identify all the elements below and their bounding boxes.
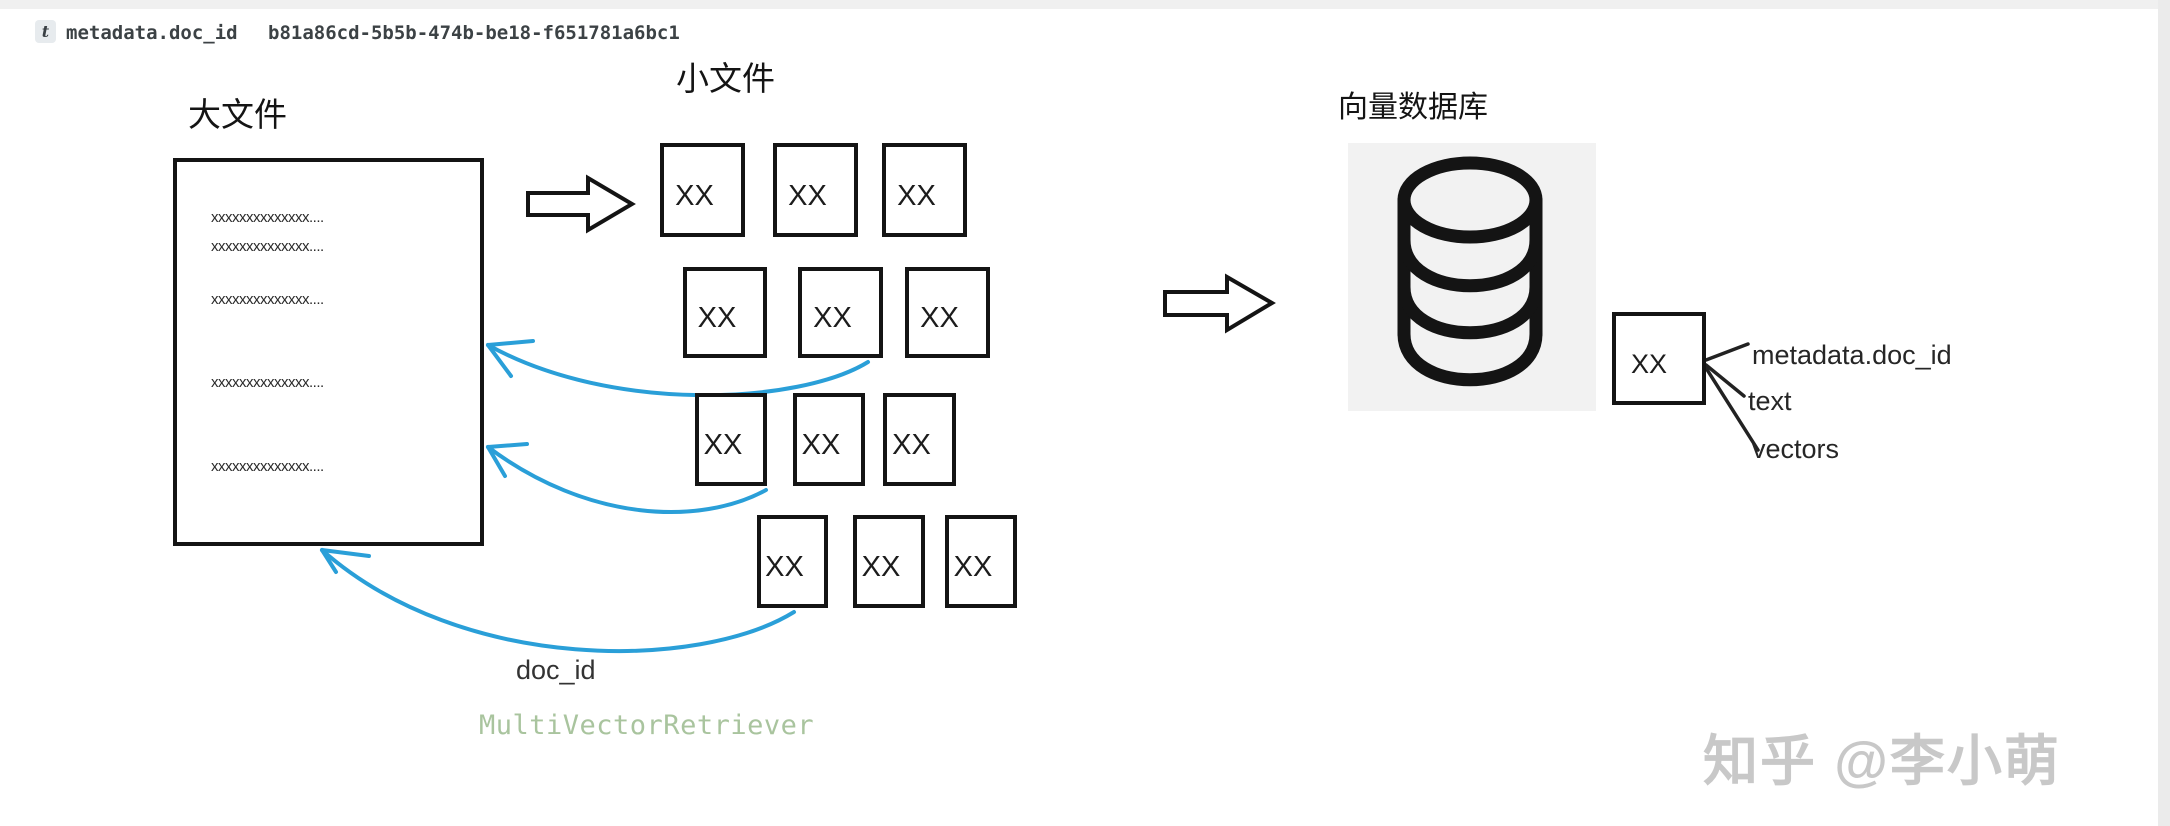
small-files-title: 小文件 [676, 60, 775, 97]
chunk-label: XX [897, 179, 936, 212]
chunk-box: XX [660, 143, 745, 237]
top-edge-strip [0, 0, 2170, 9]
doc-text-line: xxxxxxxxxxxxxx.... [211, 458, 324, 475]
curved-arrow-icon [320, 548, 796, 654]
chunk-box: XX [883, 393, 956, 486]
block-arrow-right-icon [1163, 273, 1276, 334]
retriever-annotation: MultiVectorRetriever [479, 710, 815, 741]
vector-db-panel [1348, 143, 1596, 411]
chunk-label: XX [920, 302, 959, 334]
type-badge-icon: t [35, 20, 56, 43]
doc-text-line: xxxxxxxxxxxxxx.... [211, 374, 324, 391]
chunk-box: XX [695, 393, 767, 486]
chunk-label: XX [953, 551, 993, 583]
chunk-box: XX [773, 143, 858, 237]
chunk-label: XX [697, 302, 737, 334]
chunk-label: XX [813, 302, 852, 334]
doc-id-annotation: doc_id [516, 655, 596, 685]
chunk-label: XX [801, 429, 841, 461]
chunk-box: XX [905, 267, 990, 358]
watermark: 知乎 @李小萌 [1703, 730, 2061, 792]
chunk-box: XX [798, 267, 883, 358]
chunk-label: XX [861, 551, 901, 583]
block-arrow-right-icon [526, 174, 636, 234]
doc-text-line: xxxxxxxxxxxxxx.... [211, 291, 324, 308]
chunk-label: XX [788, 179, 827, 212]
doc-text-line: xxxxxxxxxxxxxx.... [211, 238, 324, 255]
record-field-text: text [1748, 386, 1792, 416]
header-field-value: b81a86cd-5b5b-474b-be18-f651781a6bc1 [268, 22, 680, 44]
header-field-name: metadata.doc_id [66, 22, 238, 44]
record-field-vectors: vectors [1752, 434, 1840, 464]
chunk-box: XX [945, 515, 1017, 608]
record-field-doc-id: metadata.doc_id [1752, 340, 1952, 370]
chunk-label: XX [892, 429, 931, 461]
chunk-label: XX [703, 429, 743, 461]
big-file-box: xxxxxxxxxxxxxx.... xxxxxxxxxxxxxx.... xx… [173, 158, 484, 546]
right-edge-strip [2158, 0, 2170, 826]
chunk-box: XX [882, 143, 967, 237]
big-file-title: 大文件 [188, 96, 287, 133]
vector-db-title: 向量数据库 [1338, 91, 1488, 124]
chunk-label: XX [675, 179, 714, 212]
chunk-box: XX [683, 267, 767, 358]
record-label: XX [1630, 349, 1668, 379]
chunk-box: XX [793, 393, 865, 486]
chunk-label: XX [765, 551, 804, 583]
record-box: XX [1612, 312, 1706, 405]
chunk-box: XX [853, 515, 925, 608]
doc-text-line: xxxxxxxxxxxxxx.... [211, 209, 324, 226]
chunk-box: XX [757, 515, 828, 608]
